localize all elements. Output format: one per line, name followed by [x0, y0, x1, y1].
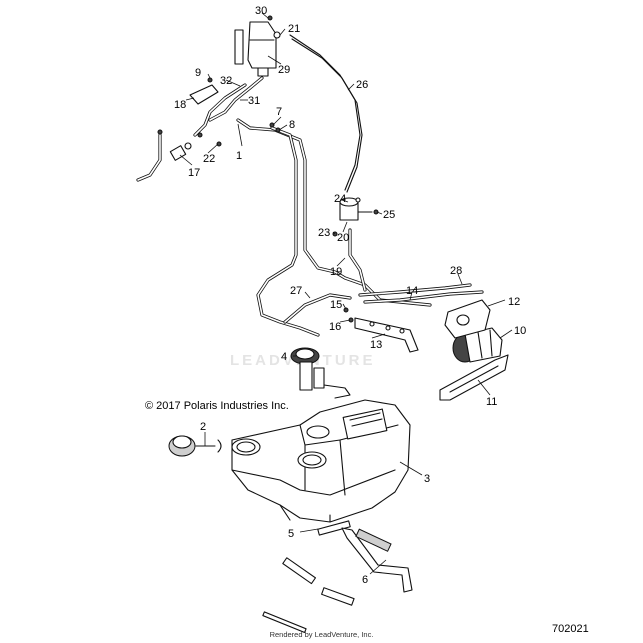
- callout-11: 11: [486, 396, 497, 408]
- callout-30: 30: [255, 5, 267, 17]
- callout-labels: 1 2 3 4 5 6 7 8 9 10 11 12 13 14 15 16 1…: [174, 5, 526, 586]
- fuel-cap: [168, 435, 222, 457]
- fuel-tank: [231, 399, 411, 523]
- callout-21: 21: [288, 23, 300, 35]
- callout-5: 5: [288, 528, 294, 540]
- callout-13: 13: [370, 339, 382, 351]
- callout-6: 6: [362, 574, 368, 586]
- callout-25: 25: [383, 209, 395, 221]
- valve-17: [157, 129, 192, 161]
- tank-straps: [262, 520, 413, 634]
- callout-15: 15: [330, 299, 342, 311]
- callout-22: 22: [203, 153, 215, 165]
- callout-24: 24: [334, 193, 346, 205]
- callout-10: 10: [514, 325, 526, 337]
- callout-16: 16: [329, 321, 341, 333]
- callout-2: 2: [200, 421, 206, 433]
- rendered-by-footer: Rendered by LeadVenture, Inc.: [269, 630, 374, 639]
- callout-4: 4: [281, 351, 287, 363]
- bracket-11: [439, 354, 509, 401]
- copyright-notice: © 2017 Polaris Industries Inc.: [145, 400, 289, 412]
- leader-lines: [179, 12, 513, 575]
- callout-31: 31: [248, 95, 260, 107]
- document-number: 702021: [552, 623, 589, 635]
- callout-1: 1: [236, 150, 242, 162]
- vent-reservoir: [234, 21, 281, 77]
- callout-28: 28: [450, 265, 462, 277]
- callout-8: 8: [289, 119, 295, 131]
- callout-7: 7: [276, 106, 282, 118]
- fuel-pump: [290, 347, 351, 399]
- fuel-filter-10: [452, 327, 503, 363]
- callout-9: 9: [195, 67, 201, 79]
- bracket-12: [444, 299, 491, 339]
- callout-14: 14: [406, 285, 418, 297]
- bracket-18: [189, 77, 219, 105]
- callout-20: 20: [337, 232, 349, 244]
- callout-23: 23: [318, 227, 330, 239]
- callout-27: 27: [290, 285, 302, 297]
- fuel-lines: [136, 34, 484, 337]
- callout-32: 32: [220, 75, 232, 87]
- callout-17: 17: [188, 167, 200, 179]
- callout-12: 12: [508, 296, 520, 308]
- fasteners: [197, 15, 354, 323]
- fuel-filter-20: [339, 197, 379, 221]
- callout-26: 26: [356, 79, 368, 91]
- callout-19: 19: [330, 266, 342, 278]
- callout-18: 18: [174, 99, 186, 111]
- bracket-13: [354, 317, 419, 353]
- callout-3: 3: [424, 473, 430, 485]
- callout-29: 29: [278, 64, 290, 76]
